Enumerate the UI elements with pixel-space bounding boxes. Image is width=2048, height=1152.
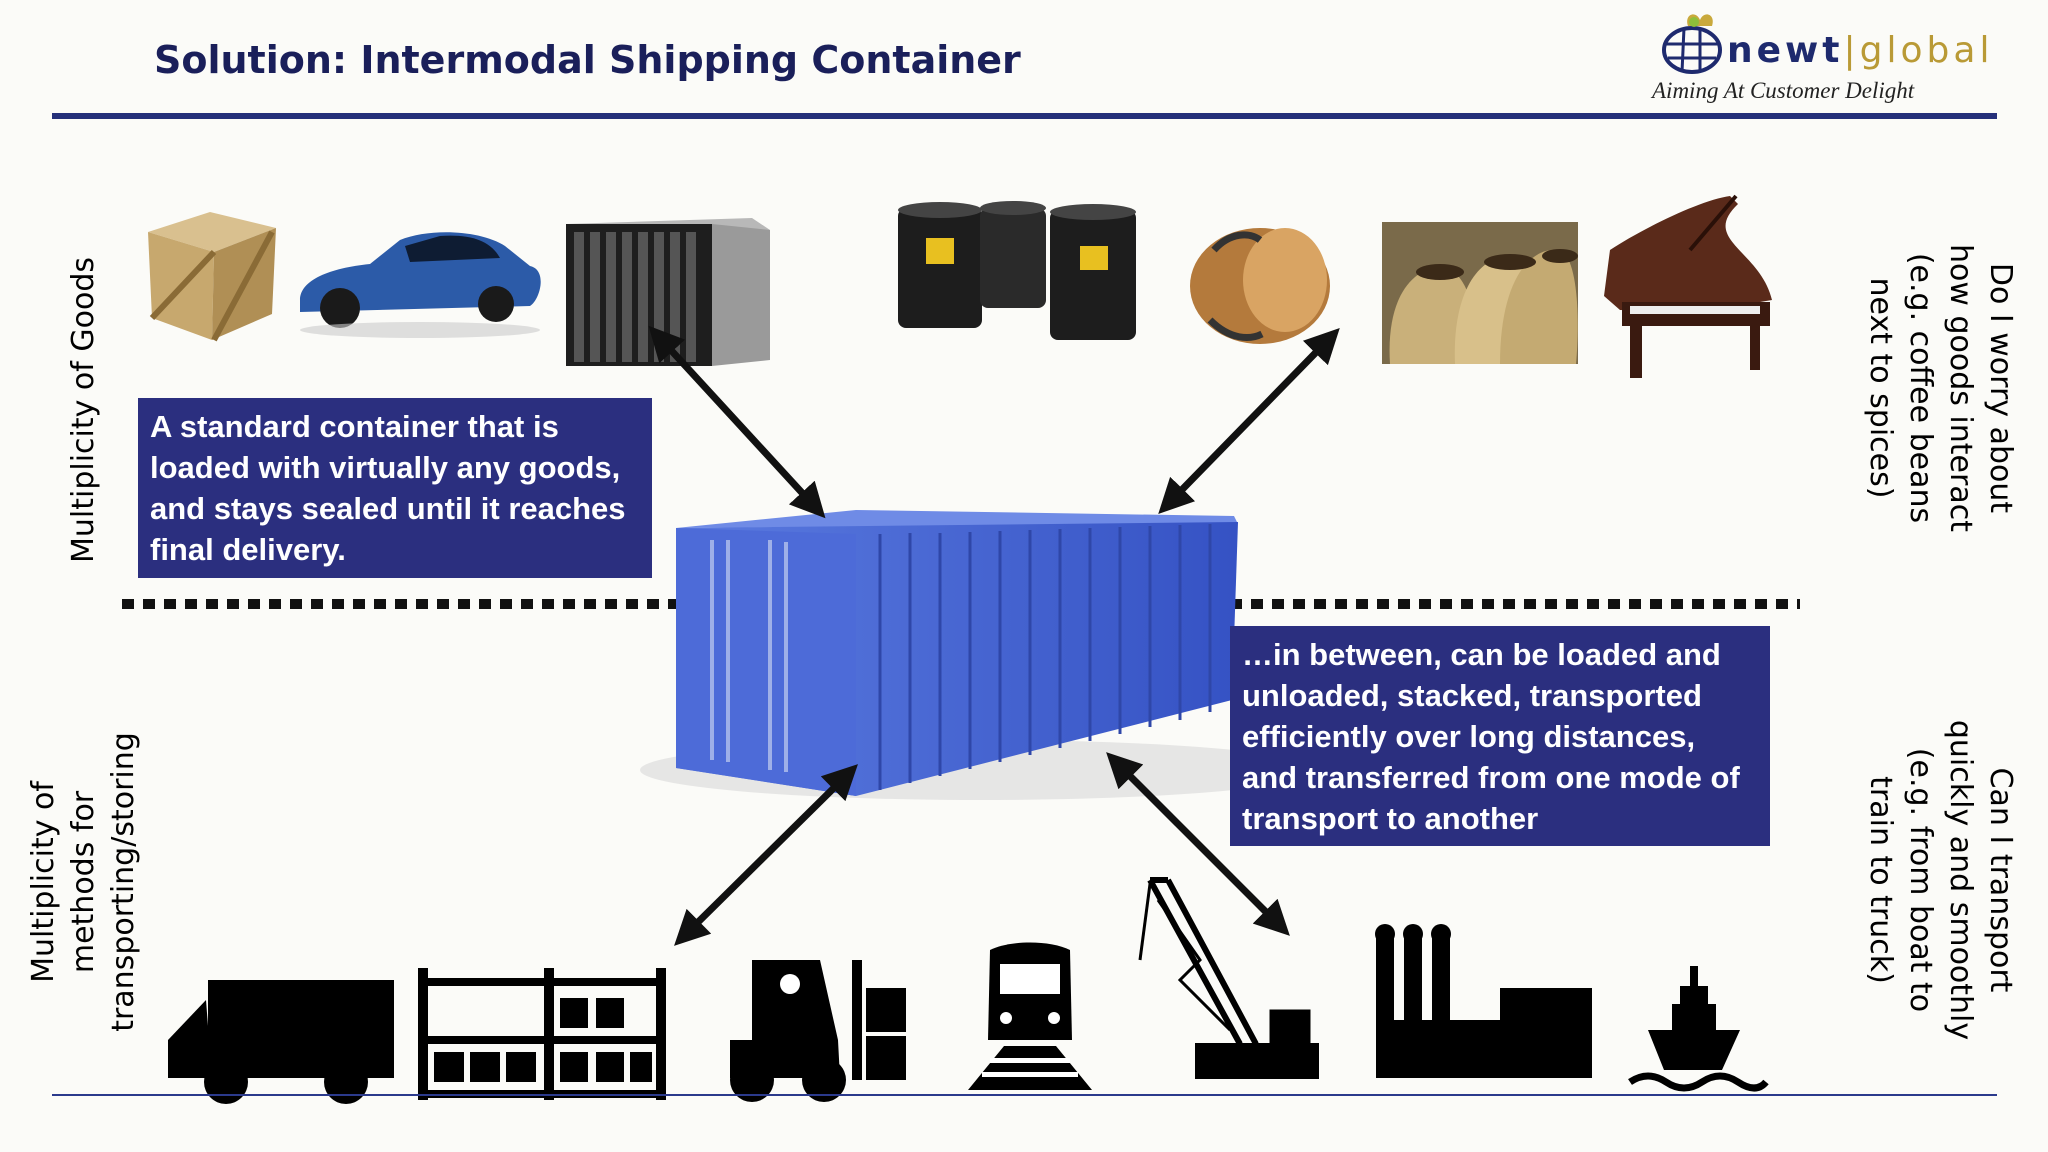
forklift-icon [730, 960, 906, 1102]
logo-separator: | [1843, 30, 1860, 71]
arrow-goods-left [648, 325, 826, 519]
header-divider [52, 113, 1997, 119]
footer-divider [52, 1094, 1997, 1096]
shipping-container-icon [640, 510, 1320, 800]
coffee-sacks-icon [1382, 222, 1578, 364]
truck-icon [168, 980, 394, 1104]
warehouse-rack-icon [418, 968, 666, 1100]
arrow-transport-right [1106, 752, 1290, 936]
ship-icon [1628, 966, 1769, 1092]
crate-icon [148, 212, 276, 342]
wine-barrel-icon [1190, 228, 1330, 344]
globe-logo-icon [1662, 14, 1722, 74]
page-title: Solution: Intermodal Shipping Container [154, 38, 1021, 82]
arrow-transport-left [674, 764, 858, 946]
logo-name-part1: newt [1727, 30, 1844, 71]
factory-icon [1375, 924, 1592, 1078]
car-icon [300, 232, 541, 338]
logo-name-part2: global [1859, 30, 1994, 71]
logo-tagline: Aiming At Customer Delight [1652, 78, 1915, 103]
train-icon [968, 942, 1092, 1090]
oil-barrels-icon [898, 201, 1136, 340]
arrow-goods-right [1158, 327, 1340, 515]
logo-wordmark: newt|global [1727, 30, 1993, 71]
piano-icon [1604, 194, 1772, 378]
crane-icon [1138, 877, 1319, 1079]
callout-intermodal-transfer: …in between, can be loaded and unloaded,… [1230, 626, 1770, 846]
callout-sealed-container: A standard container that is loaded with… [138, 398, 652, 578]
